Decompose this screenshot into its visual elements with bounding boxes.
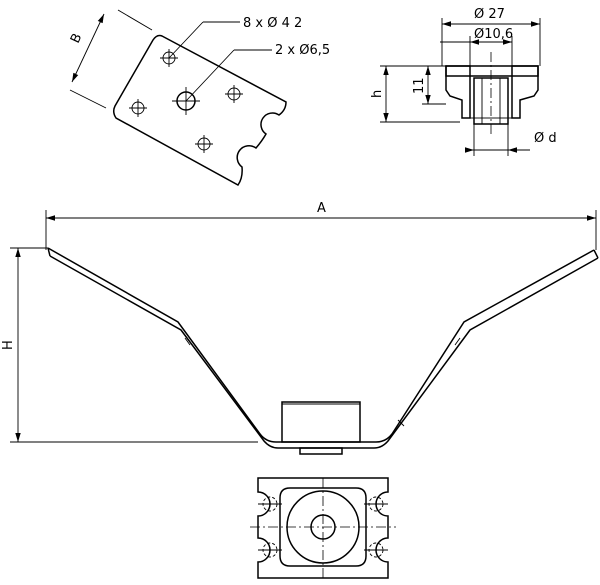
height-h-small-label: h xyxy=(370,90,385,98)
dim-b-label: B xyxy=(68,31,85,45)
height-11-label: 11 xyxy=(412,77,427,94)
nut-body-left xyxy=(445,65,471,119)
bracket-side-view: A H xyxy=(1,201,599,455)
b-extension-bottom xyxy=(69,89,107,109)
leader-small-holes xyxy=(168,21,204,59)
plate-detail-view: B 8 x Ø 4 2 2 x Ø6,5 xyxy=(68,9,330,186)
dim-a-label: A xyxy=(317,201,326,216)
bracket-inner-edge xyxy=(49,255,599,449)
holes-large-label: 2 x Ø6,5 xyxy=(275,43,330,58)
dia-inner-label: Ø10,6 xyxy=(474,27,513,42)
dia-d-label: Ø d xyxy=(534,131,557,146)
nut-body-right xyxy=(511,65,539,119)
small-holes xyxy=(129,49,243,153)
nut-spigot xyxy=(299,447,343,455)
bottom-plan-view xyxy=(250,477,396,580)
b-dimension-line xyxy=(71,13,105,83)
dia-outer-label: Ø 27 xyxy=(474,7,505,22)
dim-h-large-label: H xyxy=(1,340,16,350)
bracket-outer-edge xyxy=(47,247,595,443)
top-flange xyxy=(445,65,539,77)
leader-large-holes xyxy=(185,49,235,102)
nut-section-view: Ø 27 Ø10,6 h 11 Ø d xyxy=(370,7,557,156)
nut-on-bracket xyxy=(281,401,361,443)
plate-outline xyxy=(112,34,287,186)
bottom-plate-outline xyxy=(257,477,389,579)
nut-square-outline xyxy=(279,487,367,567)
holes-small-label: 8 x Ø 4 2 xyxy=(243,16,302,31)
b-extension-top xyxy=(117,9,153,31)
